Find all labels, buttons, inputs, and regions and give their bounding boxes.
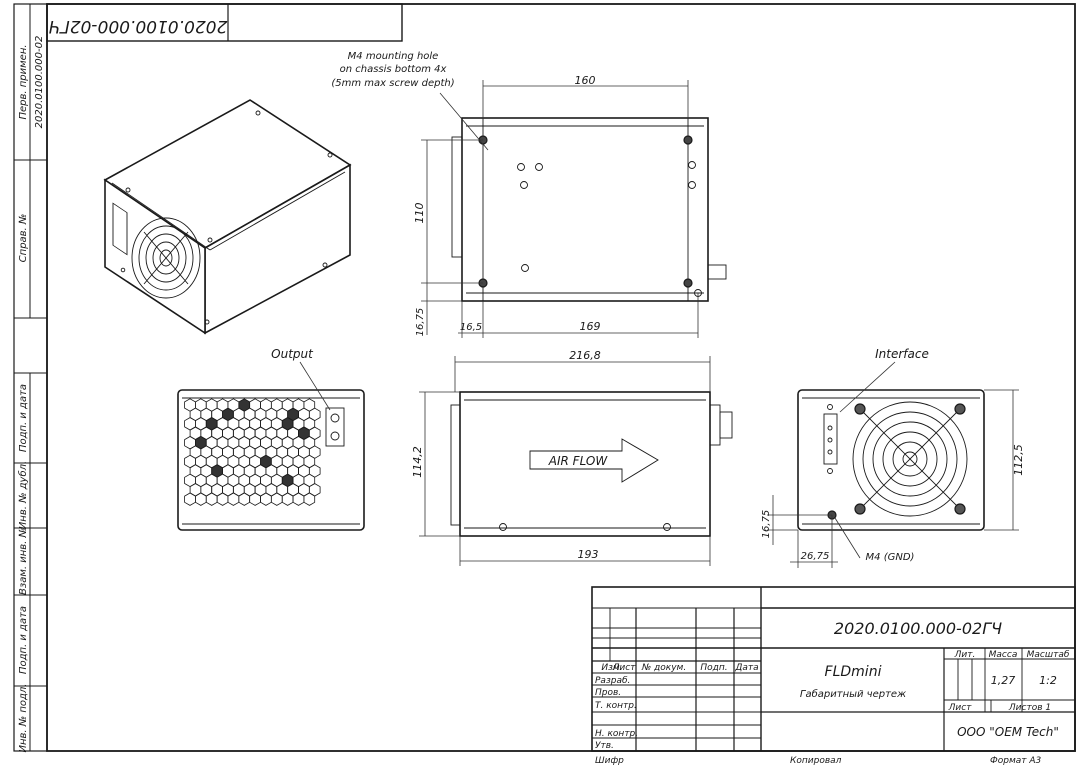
row-tkontr: Т. контр.: [595, 701, 637, 711]
vent-hex-cell: [270, 492, 283, 506]
tb-sheet-label: Лист: [948, 703, 973, 713]
fan-grille: [852, 401, 968, 517]
mirrored-code: 2020.0100.000-02ГЧ: [48, 16, 227, 36]
vent-hex-grid: [184, 398, 321, 506]
dim-112-5: 112,5: [1012, 444, 1025, 476]
tb-code: 2020.0100.000-02ГЧ: [834, 619, 1002, 638]
vent-hex-cell: [249, 492, 261, 506]
tb-cipher: Шифр: [595, 756, 624, 766]
dim-160: 160: [575, 74, 596, 87]
side-view: AIR FLOW 216,8 114,2 193: [411, 349, 733, 566]
hdr-list: Лист: [612, 663, 637, 673]
airflow-label: AIR FLOW: [548, 454, 609, 468]
mirrored-code-box: 2020.0100.000-02ГЧ: [46, 3, 403, 42]
tb-copied: Копировал: [790, 756, 842, 766]
vent-hex-cell: [260, 492, 272, 506]
dim-169: 169: [580, 320, 601, 333]
dim-26-75: 26,75: [801, 551, 830, 562]
vent-hex-cell: [184, 492, 196, 506]
row-prov: Пров.: [595, 688, 621, 698]
title-block: Изм. Лист № докум. Подп. Дата Разраб. Пр…: [591, 586, 1076, 752]
hdr-podp: Подп.: [700, 663, 727, 673]
vent-hex-cell: [281, 492, 294, 506]
dim-16-75-gnd: 16,75: [761, 510, 772, 539]
side-label-2: 2020.0100.000-02: [34, 36, 45, 129]
side-label-7: Подп. и дата: [18, 606, 29, 674]
vent-hex-cell: [205, 492, 218, 506]
mount-callout-line1: M4 mounting hole: [348, 51, 439, 62]
tb-sheets-label: Листов 1: [1008, 703, 1051, 713]
tb-mass-label: Масса: [989, 650, 1018, 660]
vent-hex-cell: [216, 492, 229, 506]
side-label-3: Справ. №: [18, 214, 29, 263]
dim-114-2: 114,2: [411, 446, 424, 478]
side-label-1: Перв. примен.: [18, 44, 29, 119]
tb-scale-label: Масштаб: [1027, 650, 1070, 660]
hdr-data: Дата: [734, 663, 758, 673]
front-view: Interface M4 (GND) 112,5 16,75 26,75: [761, 347, 1025, 568]
dim-16-75-top: 16,75: [415, 308, 426, 337]
dim-16-5: 16,5: [460, 322, 482, 333]
mount-callout-line2: on chassis bottom 4x: [340, 64, 447, 75]
tb-name: FLDmini: [825, 664, 882, 680]
tb-subtitle: Габаритный чертеж: [800, 688, 906, 700]
dim-216-8: 216,8: [569, 349, 601, 362]
tb-org: ООО "OEM Tech": [957, 725, 1059, 739]
output-label: Output: [271, 347, 314, 361]
hdr-izm: Изм.: [601, 663, 622, 673]
tb-format: Формат А3: [990, 756, 1042, 766]
hdr-doc: № докум.: [641, 663, 686, 673]
mount-callout-line3: (5mm max screw depth): [331, 78, 454, 89]
row-utv: Утв.: [595, 741, 614, 751]
dim-110: 110: [413, 203, 426, 224]
tb-scale: 1:2: [1039, 674, 1057, 687]
vent-hex-cell: [238, 492, 251, 506]
tb-lit-label: Лит.: [954, 650, 976, 660]
side-label-5: Инв. № дубл.: [17, 461, 29, 529]
dim-193: 193: [578, 548, 599, 561]
tb-mass: 1,27: [991, 674, 1016, 687]
top-view: 160 110 16,75 16,5 169 M4 mounting hole …: [331, 51, 727, 338]
row-nkontr: Н. контр.: [595, 729, 638, 739]
interface-connector: [823, 413, 838, 465]
airflow-arrow: [529, 438, 659, 483]
isometric-view: [103, 99, 352, 335]
left-side-strip: Перв. примен. 2020.0100.000-02 Справ. № …: [13, 3, 48, 753]
side-label-4: Подп. и дата: [18, 384, 29, 452]
gnd-label: M4 (GND): [866, 552, 915, 563]
interface-label: Interface: [875, 347, 929, 361]
vent-hex-cell: [195, 492, 207, 506]
vent-hex-cell: [292, 492, 305, 506]
rear-view: Output: [177, 347, 365, 531]
vent-hex-cell: [303, 492, 316, 506]
sheet-frame: [46, 3, 1076, 752]
vent-hex-cell: [227, 492, 240, 506]
row-razrab: Разраб.: [595, 676, 630, 686]
side-label-8: Инв. № подл.: [18, 684, 29, 753]
side-label-6: Взам. инв. №: [18, 527, 29, 595]
